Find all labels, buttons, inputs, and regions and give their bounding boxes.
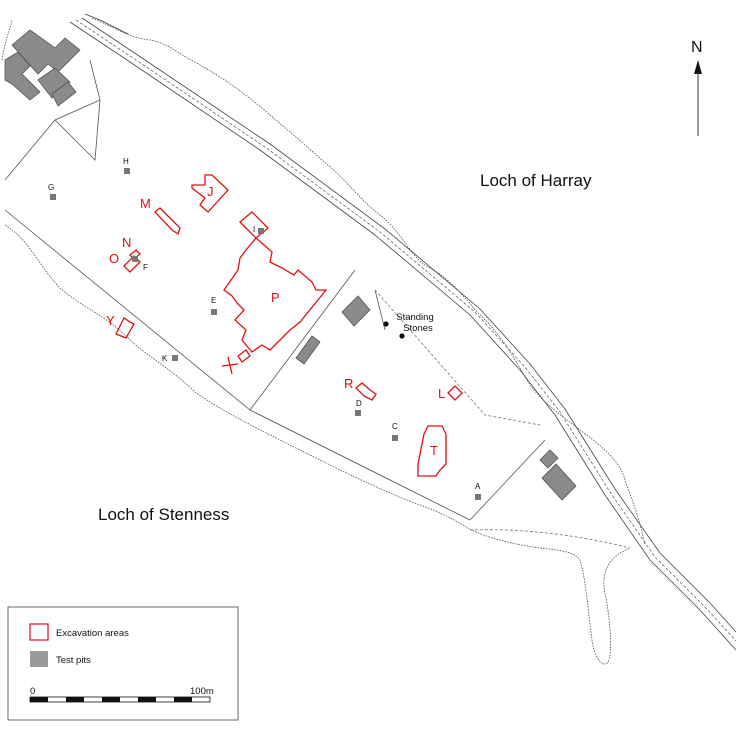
standing-stones-label-1: Standing <box>396 312 434 323</box>
north-arrow-icon <box>694 60 702 74</box>
standing-stones: Standing Stones <box>383 312 434 339</box>
scale-end-label: 100m <box>190 686 214 697</box>
excavation-area-j <box>191 174 229 213</box>
test-pits: H G I F E K D C A <box>48 157 481 500</box>
area-label-t: T <box>430 443 438 458</box>
scale-bar-segment <box>138 697 156 702</box>
area-label-y: Y <box>106 313 115 328</box>
excavation-area-t <box>417 425 447 477</box>
test-pit-label-d: D <box>356 399 362 408</box>
excavation-area-x <box>221 356 239 375</box>
excavation-area-r <box>355 382 377 401</box>
test-pit-label-g: G <box>48 183 54 192</box>
test-pit-label-h: H <box>123 157 129 166</box>
excavation-area-i-block <box>239 211 269 239</box>
scale-bar <box>29 696 211 703</box>
scale-bar-segment <box>174 697 192 702</box>
standing-stone-1 <box>383 321 389 327</box>
north-arrow: N <box>691 39 703 136</box>
scale-bar-segment <box>30 697 48 702</box>
legend: Excavation areas Test pits 0 100m <box>7 606 239 721</box>
test-pit-f <box>132 256 138 262</box>
test-pit-label-i: I <box>253 225 255 234</box>
test-pit-c <box>392 435 398 441</box>
test-pit-h <box>124 168 130 174</box>
test-pit-k <box>172 355 178 361</box>
road <box>69 13 737 651</box>
scale-bar-segment <box>102 697 120 702</box>
legend-excavation-swatch <box>29 623 49 641</box>
scale-bar-segment <box>66 697 84 702</box>
test-pit-label-k: K <box>162 354 168 363</box>
excavation-areas: J M N O P Y R L T <box>106 174 463 477</box>
test-pit-a <box>475 494 481 500</box>
test-pit-d <box>355 410 361 416</box>
area-label-j: J <box>207 184 214 199</box>
legend-test-pit-swatch <box>30 651 48 667</box>
test-pit-label-e: E <box>211 296 216 305</box>
loch-of-harray-label: Loch of Harray <box>480 171 592 190</box>
standing-stones-label-2: Stones <box>403 323 433 334</box>
excavation-area-o <box>123 255 141 273</box>
area-label-r: R <box>344 376 353 391</box>
field-boundaries <box>4 59 631 549</box>
test-pit-e <box>211 309 217 315</box>
excavation-area-x-ext <box>237 349 251 363</box>
standing-stone-2 <box>399 333 405 339</box>
area-label-o: O <box>109 251 119 266</box>
test-pit-label-f: F <box>143 263 148 272</box>
legend-test-pit-label: Test pits <box>56 655 91 666</box>
area-label-l: L <box>438 386 445 401</box>
excavation-area-p <box>223 237 328 353</box>
area-label-m: M <box>140 196 151 211</box>
test-pit-g <box>50 194 56 200</box>
excavation-area-y <box>115 317 135 339</box>
excavation-area-l <box>447 385 463 401</box>
north-label: N <box>691 39 703 56</box>
excavation-area-m <box>154 207 181 236</box>
shoreline <box>1 17 646 665</box>
area-label-p: P <box>271 290 280 305</box>
test-pit-label-a: A <box>475 482 481 491</box>
test-pit-label-c: C <box>392 422 398 431</box>
area-label-n: N <box>122 235 131 250</box>
legend-excavation-label: Excavation areas <box>56 628 129 639</box>
scale-start-label: 0 <box>30 686 35 697</box>
test-pit-i <box>258 228 264 234</box>
buildings <box>4 29 577 501</box>
loch-of-stenness-label: Loch of Stenness <box>98 505 229 524</box>
